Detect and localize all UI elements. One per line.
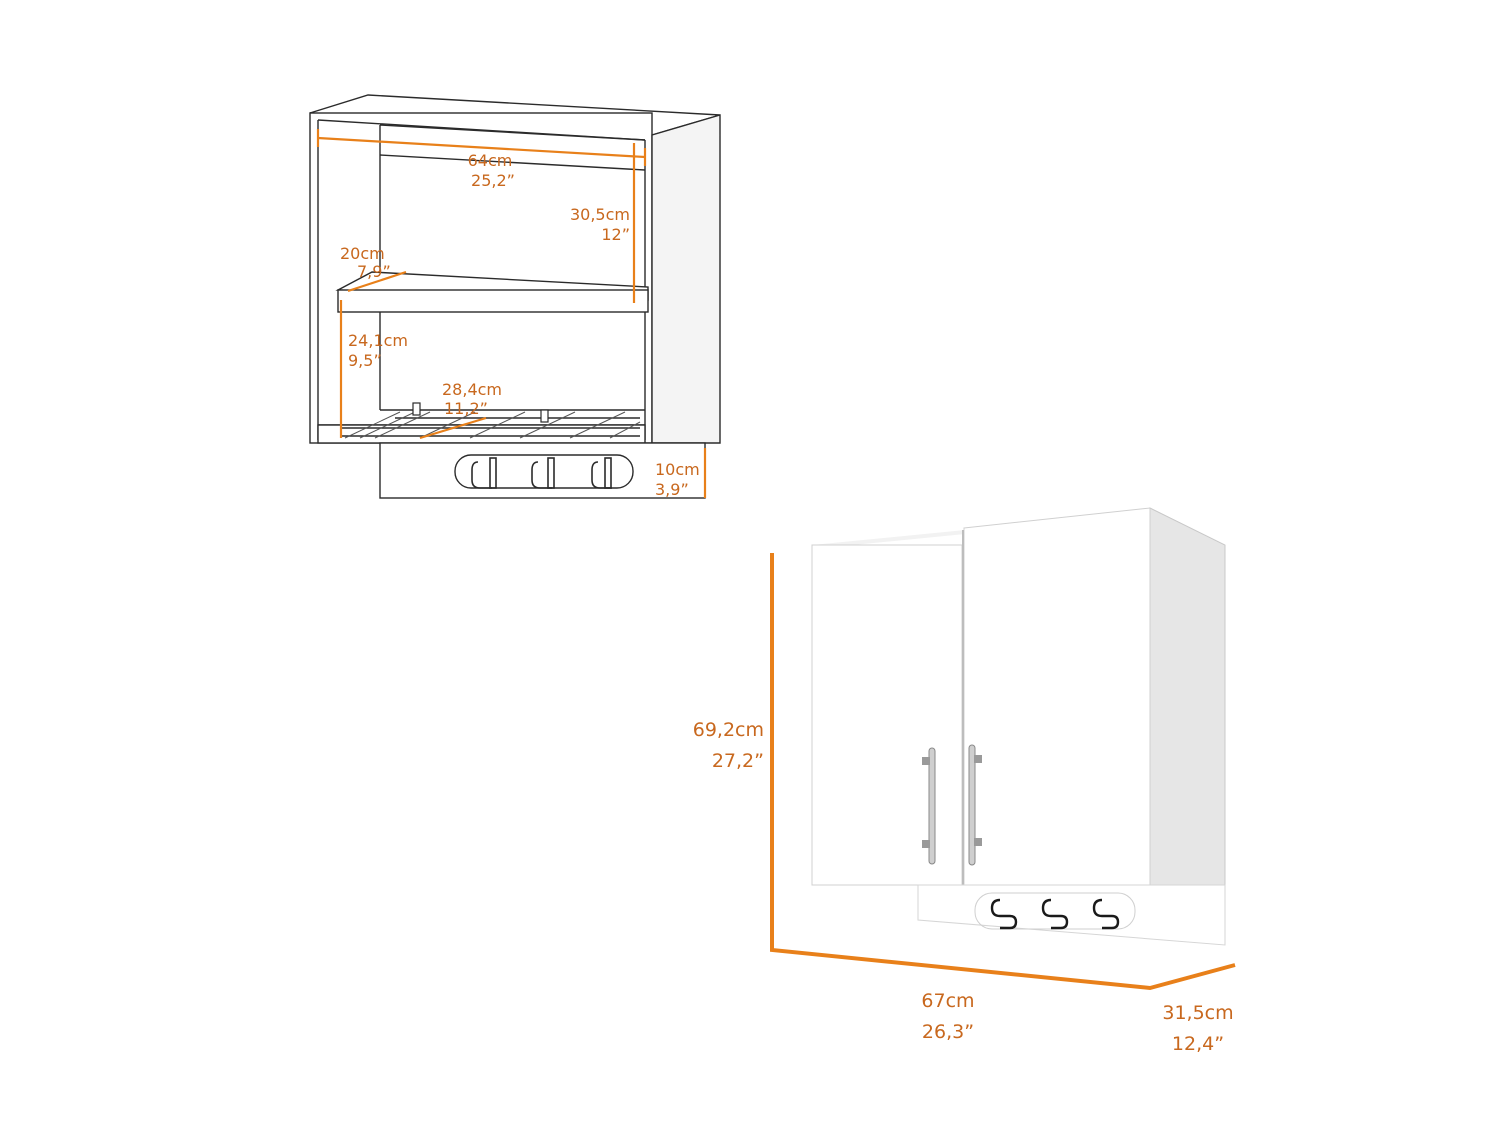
rack-drop-in: 3,9” xyxy=(655,480,689,499)
lower-height-cm: 24,1cm xyxy=(348,331,408,350)
left-door-handle[interactable] xyxy=(928,747,936,865)
upper-height-in: 12” xyxy=(601,225,630,244)
exterior-view-cabinet xyxy=(811,507,1226,946)
shelf-depth-cm: 20cm xyxy=(340,244,385,263)
interior-width-in: 25,2” xyxy=(471,171,515,190)
shelf-depth-in: 7,9” xyxy=(357,262,391,281)
exterior-width-in: 26,3” xyxy=(922,1021,974,1043)
upper-height-cm: 30,5cm xyxy=(570,205,630,224)
lower-height-in: 9,5” xyxy=(348,351,382,370)
rack-depth-cm: 28,4cm xyxy=(442,380,502,399)
right-door-handle[interactable] xyxy=(968,744,976,866)
exterior-dimension-labels: 69,2cm 27,2” 67cm 26,3” 31,5cm 12,4” xyxy=(693,719,1234,1055)
interior-dimension-lines xyxy=(316,129,707,498)
rack-slats xyxy=(344,411,641,439)
exterior-hooks xyxy=(990,898,1120,930)
door-handles[interactable] xyxy=(922,744,982,866)
exterior-depth-cm: 31,5cm xyxy=(1162,1002,1233,1024)
right-door[interactable] xyxy=(963,507,1151,886)
interior-width-cm: 64cm xyxy=(468,151,513,170)
exterior-height-cm: 69,2cm xyxy=(693,719,764,741)
interior-dimension-labels: 64cm 25,2” 30,5cm 12” 20cm 7,9” 24,1cm 9… xyxy=(340,151,700,499)
exterior-height-in: 27,2” xyxy=(712,750,764,772)
rack-clips xyxy=(412,402,549,423)
interior-view-cabinet xyxy=(309,94,721,499)
exterior-width-cm: 67cm xyxy=(921,990,974,1012)
exterior-depth-in: 12,4” xyxy=(1172,1033,1224,1055)
interior-hooks xyxy=(471,457,612,489)
left-door[interactable] xyxy=(811,544,963,886)
exterior-dimension-lines xyxy=(770,553,1236,991)
rack-depth-in: 11,2” xyxy=(444,399,488,418)
rack-drop-cm: 10cm xyxy=(655,460,700,479)
